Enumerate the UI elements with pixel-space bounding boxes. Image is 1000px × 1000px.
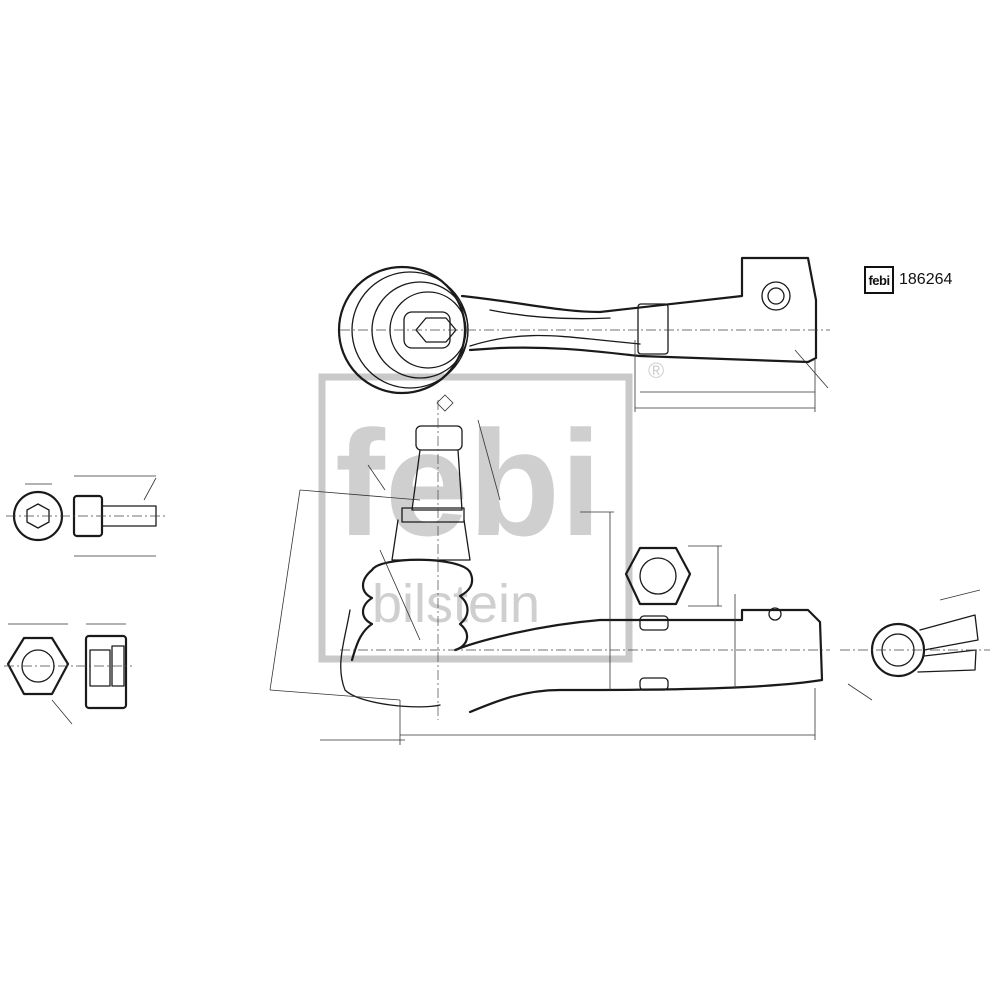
top-view — [337, 256, 830, 412]
bolt-detail — [6, 475, 168, 557]
watermark-registered-mark: ® — [648, 358, 664, 383]
side-view — [840, 589, 990, 701]
watermark-text: febi — [335, 399, 602, 567]
febi-logo-icon: febi — [864, 266, 894, 294]
nut-detail — [4, 623, 132, 725]
watermark-subtext: bilstein — [372, 574, 540, 634]
logo-text: febi — [868, 272, 890, 288]
part-number: 186264 — [899, 271, 953, 288]
watermark-logo: febi bilstein ® — [318, 358, 664, 663]
front-view — [269, 400, 830, 745]
part-badge: febi 186264 — [864, 266, 952, 294]
